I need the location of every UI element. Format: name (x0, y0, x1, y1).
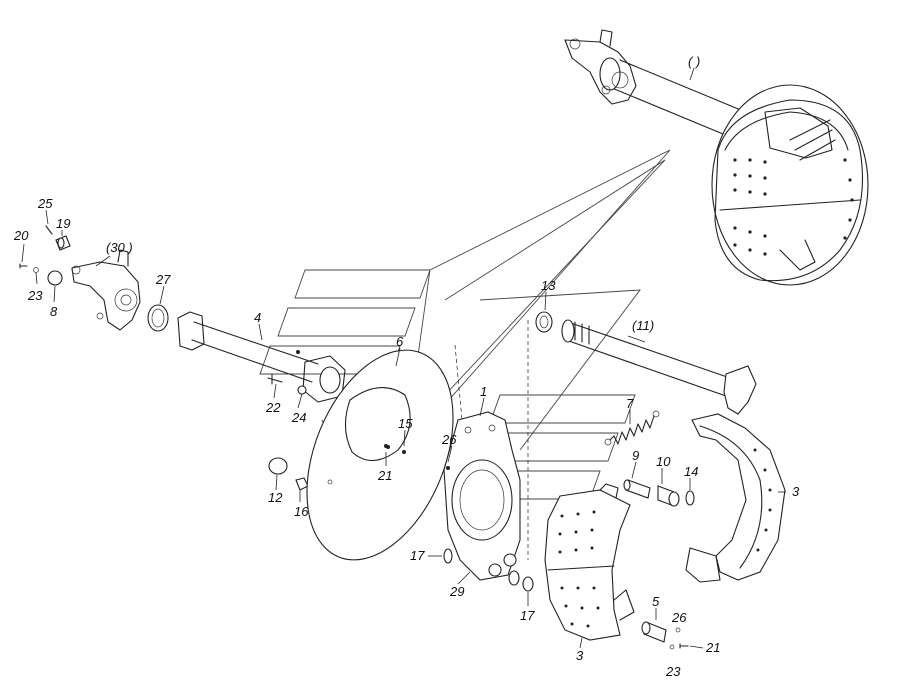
callout-19: 19 (56, 216, 70, 231)
callout-7: 7 (626, 396, 634, 411)
callout-22: 22 (265, 400, 281, 415)
callout-27: 27 (155, 272, 171, 287)
cam-shaft (535, 311, 757, 415)
callout-5: 5 (652, 594, 660, 609)
small-fasteners (384, 444, 689, 650)
leader-lines (21, 67, 786, 649)
callout-29: 29 (449, 584, 464, 599)
tube-shaft (177, 311, 346, 491)
callout-3-right: 3 (792, 484, 800, 499)
callout-20: 20 (13, 228, 29, 243)
callout-9: 9 (632, 448, 639, 463)
brake-shoe-right (685, 413, 786, 583)
callout-8: 8 (50, 304, 58, 319)
callout-30: (30 ) (106, 240, 133, 255)
callout-14: 14 (684, 464, 698, 479)
callout-16: 16 (294, 504, 309, 519)
brake-support-bracket (443, 320, 529, 581)
callout-21-mid: 21 (377, 468, 392, 483)
callout-13: 13 (541, 278, 556, 293)
callout-26-mid: 26 (441, 432, 457, 447)
slack-adjuster-group (19, 225, 169, 332)
callout-25: 25 (37, 196, 53, 211)
callout-24: 24 (291, 410, 306, 425)
callout-1: 1 (480, 384, 487, 399)
callout-17-left: 17 (410, 548, 425, 563)
callout-23-bottom: 23 (665, 664, 681, 679)
brake-shoe-bottom (544, 483, 635, 641)
callout-23-left: 23 (27, 288, 43, 303)
callout-15: 15 (398, 416, 413, 431)
callout-labels: ( ) 25 19 20 (30 ) 27 23 8 4 13 (11) 6 1… (13, 54, 800, 679)
callout-3-bottom: 3 (576, 648, 584, 663)
callout-11: (11) (632, 318, 654, 333)
callout-12: 12 (268, 490, 283, 505)
dust-shield (306, 349, 454, 561)
callout-6: 6 (396, 334, 404, 349)
callout-17-bottom: 17 (520, 608, 535, 623)
brake-assembly-top (564, 29, 869, 286)
callout-21-bottom: 21 (705, 640, 720, 655)
return-spring (604, 410, 660, 446)
roller-parts (623, 479, 695, 507)
callout-4: 4 (254, 310, 261, 325)
callout-26-bottom: 26 (671, 610, 687, 625)
callout-10: 10 (656, 454, 671, 469)
callout-blank: ( ) (688, 54, 700, 69)
